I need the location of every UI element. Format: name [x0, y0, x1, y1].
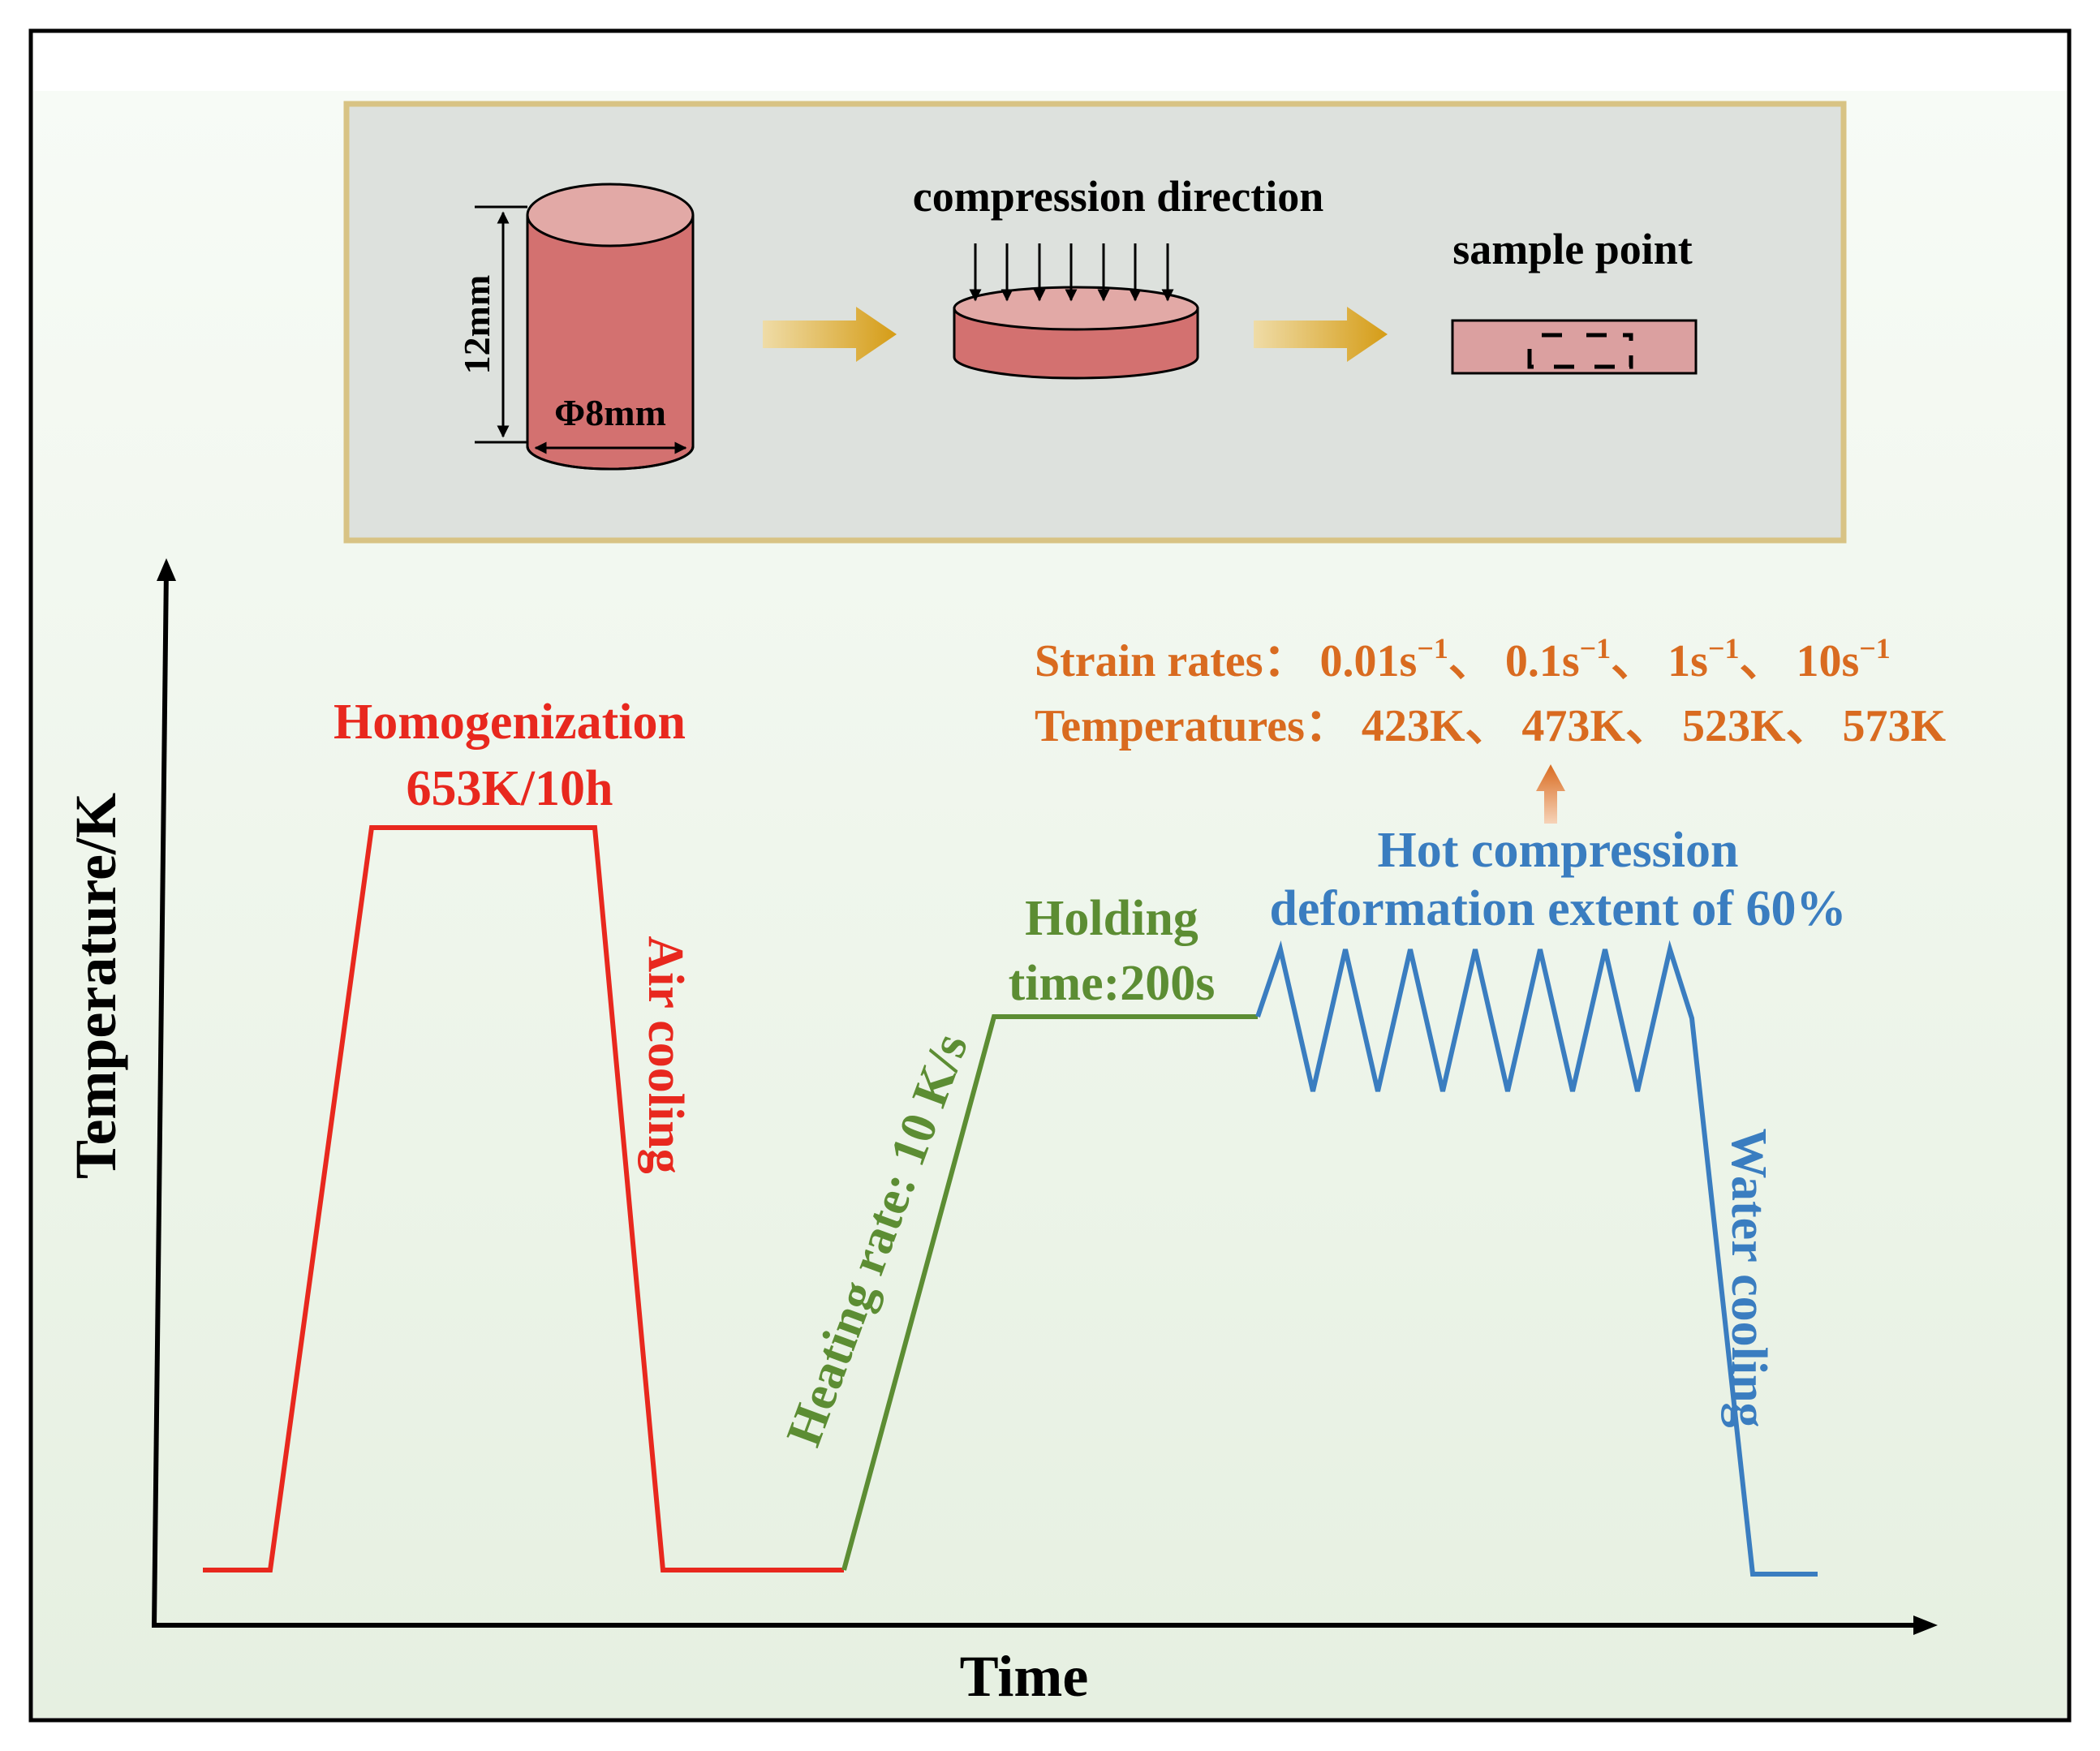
strain-rate-3-exp: −1: [1708, 632, 1740, 665]
strain-rate-2: 0.1s: [1505, 636, 1580, 686]
temperature-3: 523K: [1682, 701, 1786, 751]
y-axis: [152, 567, 169, 1628]
process-arrow-2-icon: [1254, 307, 1388, 362]
temperature-4: 573K: [1843, 701, 1947, 751]
cylinder-sample: [526, 183, 695, 471]
compression-arrows-icon: [969, 243, 1174, 302]
strain-rate-1-exp: −1: [1417, 632, 1448, 665]
x-axis-label: Time: [960, 1644, 1089, 1709]
strain-rate-1: 0.01s: [1320, 636, 1418, 686]
hot-compression-line2: deformation extent of 60%: [1269, 881, 1846, 936]
holding-time-line1: Holding: [1025, 891, 1198, 946]
y-axis-label: Temperature/K: [63, 793, 128, 1179]
sample-slice: [1451, 319, 1698, 375]
compression-direction-label: compression direction: [913, 172, 1324, 221]
diameter-label: Φ8mm: [554, 392, 666, 433]
homogenization-condition: 653K/10h: [407, 761, 613, 816]
water-cooling-label: Water cooling: [1721, 1128, 1776, 1427]
hot-compression-curve: [1255, 940, 1818, 1577]
separator-t2: 、: [1625, 701, 1671, 751]
homogenization-curve: [203, 825, 844, 1572]
homogenization-title: Homogenization: [334, 695, 686, 750]
air-cooling-label: Air cooling: [638, 936, 693, 1173]
sample-preparation-inset: 12mm Φ8mm compression direction sampl: [343, 101, 1847, 544]
sample-point-label: sample point: [1452, 225, 1693, 273]
separator-1: 、: [1448, 636, 1494, 686]
x-axis-arrow-icon: [1913, 1615, 1938, 1635]
separator-3: 、: [1739, 636, 1784, 686]
strain-rate-3: 1s: [1668, 636, 1708, 686]
y-axis-arrow-icon: [157, 558, 176, 581]
temperatures-line: Temperatures： 423K、 473K、 523K、 573K: [1035, 701, 1947, 751]
temperatures-label: Temperatures：: [1035, 701, 1350, 751]
strain-rates-line: Strain rates： 0.01s−1、 0.1s−1、 1s−1、 10s…: [1035, 632, 1891, 686]
height-dimension: [475, 205, 527, 444]
temperature-1: 423K: [1362, 701, 1465, 751]
strain-rates-label: Strain rates：: [1035, 636, 1309, 686]
separator-2: 、: [1611, 636, 1656, 686]
process-arrow-1-icon: [763, 307, 897, 362]
hot-compression-line1: Hot compression: [1378, 823, 1739, 878]
height-label: 12mm: [456, 275, 497, 375]
separator-t1: 、: [1465, 701, 1510, 751]
temperature-2: 473K: [1521, 701, 1625, 751]
strain-rate-4-exp: −1: [1859, 632, 1891, 665]
strain-rate-4: 10s: [1796, 636, 1859, 686]
strain-rate-2-exp: −1: [1580, 632, 1612, 665]
separator-t3: 、: [1786, 701, 1831, 751]
axes: [152, 558, 1938, 1635]
heating-holding-curve: [841, 1014, 1258, 1571]
parameters-arrow-icon: [1536, 764, 1565, 824]
holding-time-line2: time:200s: [1009, 956, 1216, 1011]
compressed-disc: [953, 286, 1199, 380]
